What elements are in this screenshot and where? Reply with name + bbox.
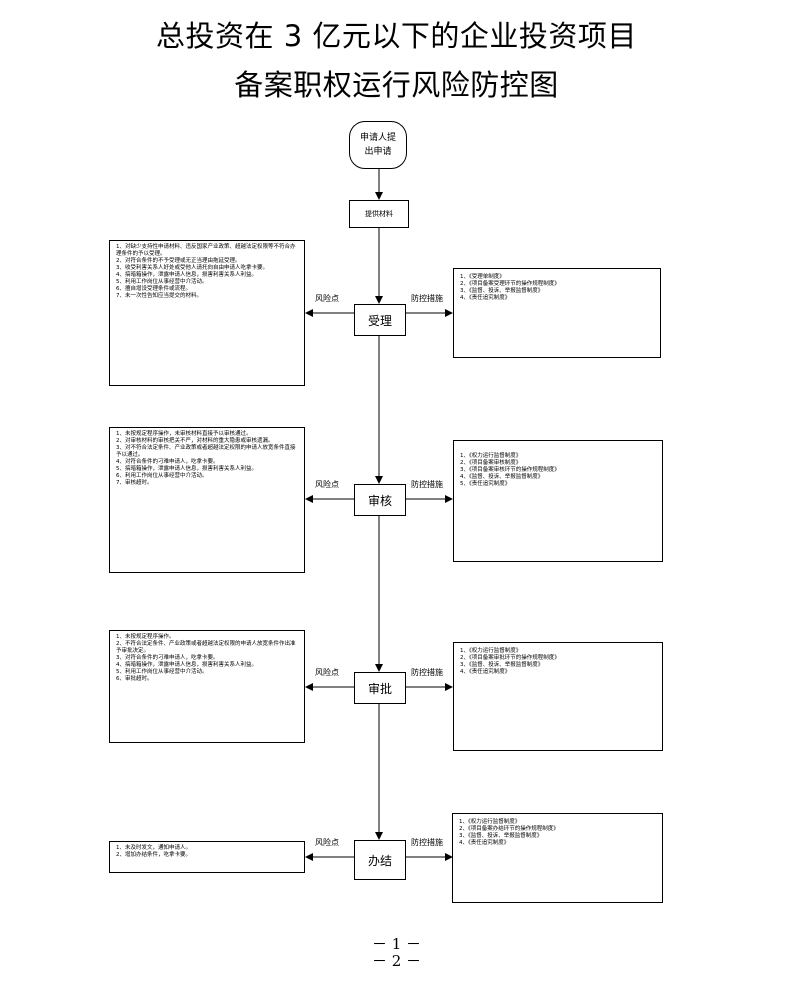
risk-label: 风险点 bbox=[315, 294, 339, 303]
risk-item: 2、对审核材料的审核把关不严，对材料的重大隐患或审核遗漏。 bbox=[116, 438, 274, 444]
diagram-title-line-2: 备案职权运行风险防控图 bbox=[234, 68, 559, 102]
control-item: 1、《权力运行监督制度》 bbox=[460, 648, 522, 654]
control-item: 4、《责任追究制度》 bbox=[460, 295, 511, 301]
control-item: 1、《权力运行监督制度》 bbox=[460, 453, 522, 459]
control-item: 3、《项目备案审核环节的操作规程制度》 bbox=[460, 467, 560, 473]
stage-review: 审核 bbox=[354, 484, 406, 516]
control-item: 4、《监督、投诉、举报监督制度》 bbox=[460, 474, 544, 480]
risk-item: 1、未及时发文，通知申请人。 bbox=[116, 845, 192, 851]
control-item: 2、《项目备案审核制度》 bbox=[460, 460, 522, 466]
risk-item: 2、对符合条件的不予受理或无正当理由拖延受理。 bbox=[116, 258, 241, 264]
control-panel-review: 1、《权力运行监督制度》 2、《项目备案审核制度》 3、《项目备案审核环节的操作… bbox=[453, 440, 663, 562]
diagram-title-line-1: 总投资在 3 亿元以下的企业投资项目 bbox=[156, 19, 637, 53]
page-number-2: － 2 － bbox=[371, 952, 422, 970]
risk-item: 2、不符合法定条件、产业政策或者超越法定权限的申请人放宽条件作出准予审批决定。 bbox=[116, 641, 296, 654]
start-node: 申请人提出申请 bbox=[349, 121, 407, 169]
risk-item: 4、搞暗箱操作，泄露申请人信息，损害利害关系人利益。 bbox=[116, 272, 258, 278]
control-panel-accept: 1、《受理单制度》 2、《项目备案受理环节的操作规程制度》 3、《监督、投诉、举… bbox=[453, 268, 661, 358]
risk-label: 风险点 bbox=[315, 838, 339, 847]
risk-item: 7、未一次性告知应当提交的材料。 bbox=[116, 293, 203, 299]
risk-label: 风险点 bbox=[315, 480, 339, 489]
control-item: 5、《责任追究制度》 bbox=[460, 481, 511, 487]
risk-item: 2、增加办结条件，吃拿卡要。 bbox=[116, 852, 192, 858]
risk-panel-accept: 1、对缺少支持性申请材料、违反国家产业政策、超越法定权限等不符合办理条件的予以受… bbox=[109, 240, 305, 386]
risk-panel-review: 1、未按规定程序操作，未审核材料直接予以审核通过。 2、对审核材料的审核把关不严… bbox=[109, 427, 305, 573]
risk-label: 风险点 bbox=[315, 668, 339, 677]
control-item: 4、《责任追究制度》 bbox=[459, 840, 510, 846]
risk-item: 6、擅自增设受理条件或流程。 bbox=[116, 286, 192, 292]
control-label: 防控措施 bbox=[411, 480, 443, 489]
risk-item: 1、未按规定程序操作。 bbox=[116, 634, 175, 640]
control-item: 3、《监督、投诉、举报监督制度》 bbox=[460, 662, 544, 668]
risk-panel-approve: 1、未按规定程序操作。 2、不符合法定条件、产业政策或者超越法定权限的申请人放宽… bbox=[109, 630, 305, 743]
control-item: 1、《权力运行监督制度》 bbox=[459, 819, 521, 825]
risk-item: 4、对符合条件的刁难申请人，吃拿卡要。 bbox=[116, 459, 219, 465]
control-item: 2、《项目备案办结环节的操作规程制度》 bbox=[459, 826, 559, 832]
risk-item: 6、审批超时。 bbox=[116, 676, 153, 682]
risk-item: 3、收受利害关系人好处或受他人请托向自由申请人吃拿卡要。 bbox=[116, 265, 269, 271]
control-item: 3、《监督、投诉、举报监督制度》 bbox=[460, 288, 544, 294]
risk-item: 1、对缺少支持性申请材料、违反国家产业政策、超越法定权限等不符合办理条件的予以受… bbox=[116, 244, 296, 257]
stage-approve: 审批 bbox=[354, 672, 406, 704]
submit-materials-node: 提供材料 bbox=[349, 200, 409, 228]
risk-item: 3、对符合条件的刁难申请人，吃拿卡要。 bbox=[116, 655, 219, 661]
stage-accept: 受理 bbox=[354, 304, 406, 336]
control-item: 2、《项目备案受理环节的操作规程制度》 bbox=[460, 281, 560, 287]
risk-item: 5、搞暗箱操作，泄露申请人信息，损害利害关系人利益。 bbox=[116, 466, 258, 472]
control-item: 4、《责任追究制度》 bbox=[460, 669, 511, 675]
risk-item: 5、利用工作岗位从事经营中介活动。 bbox=[116, 669, 208, 675]
risk-item: 1、未按规定程序操作，未审核材料直接予以审核通过。 bbox=[116, 431, 252, 437]
risk-item: 7、审核超时。 bbox=[116, 480, 153, 486]
page-number-1: － 1 － bbox=[371, 935, 422, 953]
risk-item: 6、利用工作岗位从事经营中介活动。 bbox=[116, 473, 208, 479]
stage-close: 办结 bbox=[354, 840, 406, 880]
risk-panel-close: 1、未及时发文，通知申请人。 2、增加办结条件，吃拿卡要。 bbox=[109, 841, 305, 873]
risk-item: 5、利用工作岗位从事经营中介活动。 bbox=[116, 279, 208, 285]
control-label: 防控措施 bbox=[411, 668, 443, 677]
risk-item: 4、搞暗箱操作，泄露申请人信息，损害利害关系人利益。 bbox=[116, 662, 258, 668]
control-label: 防控措施 bbox=[411, 294, 443, 303]
control-panel-approve: 1、《权力运行监督制度》 2、《项目备案审批环节的操作规程制度》 3、《监督、投… bbox=[453, 642, 663, 751]
control-item: 2、《项目备案审批环节的操作规程制度》 bbox=[460, 655, 560, 661]
risk-item: 3、对不符合法定条件、产业政策或者超越法定权限的申请人放宽条件直接予以通过。 bbox=[116, 445, 296, 458]
control-label: 防控措施 bbox=[411, 838, 443, 847]
control-item: 3、《监督、投诉、举报监督制度》 bbox=[459, 833, 543, 839]
control-item: 1、《受理单制度》 bbox=[460, 274, 505, 280]
control-panel-close: 1、《权力运行监督制度》 2、《项目备案办结环节的操作规程制度》 3、《监督、投… bbox=[452, 813, 663, 903]
